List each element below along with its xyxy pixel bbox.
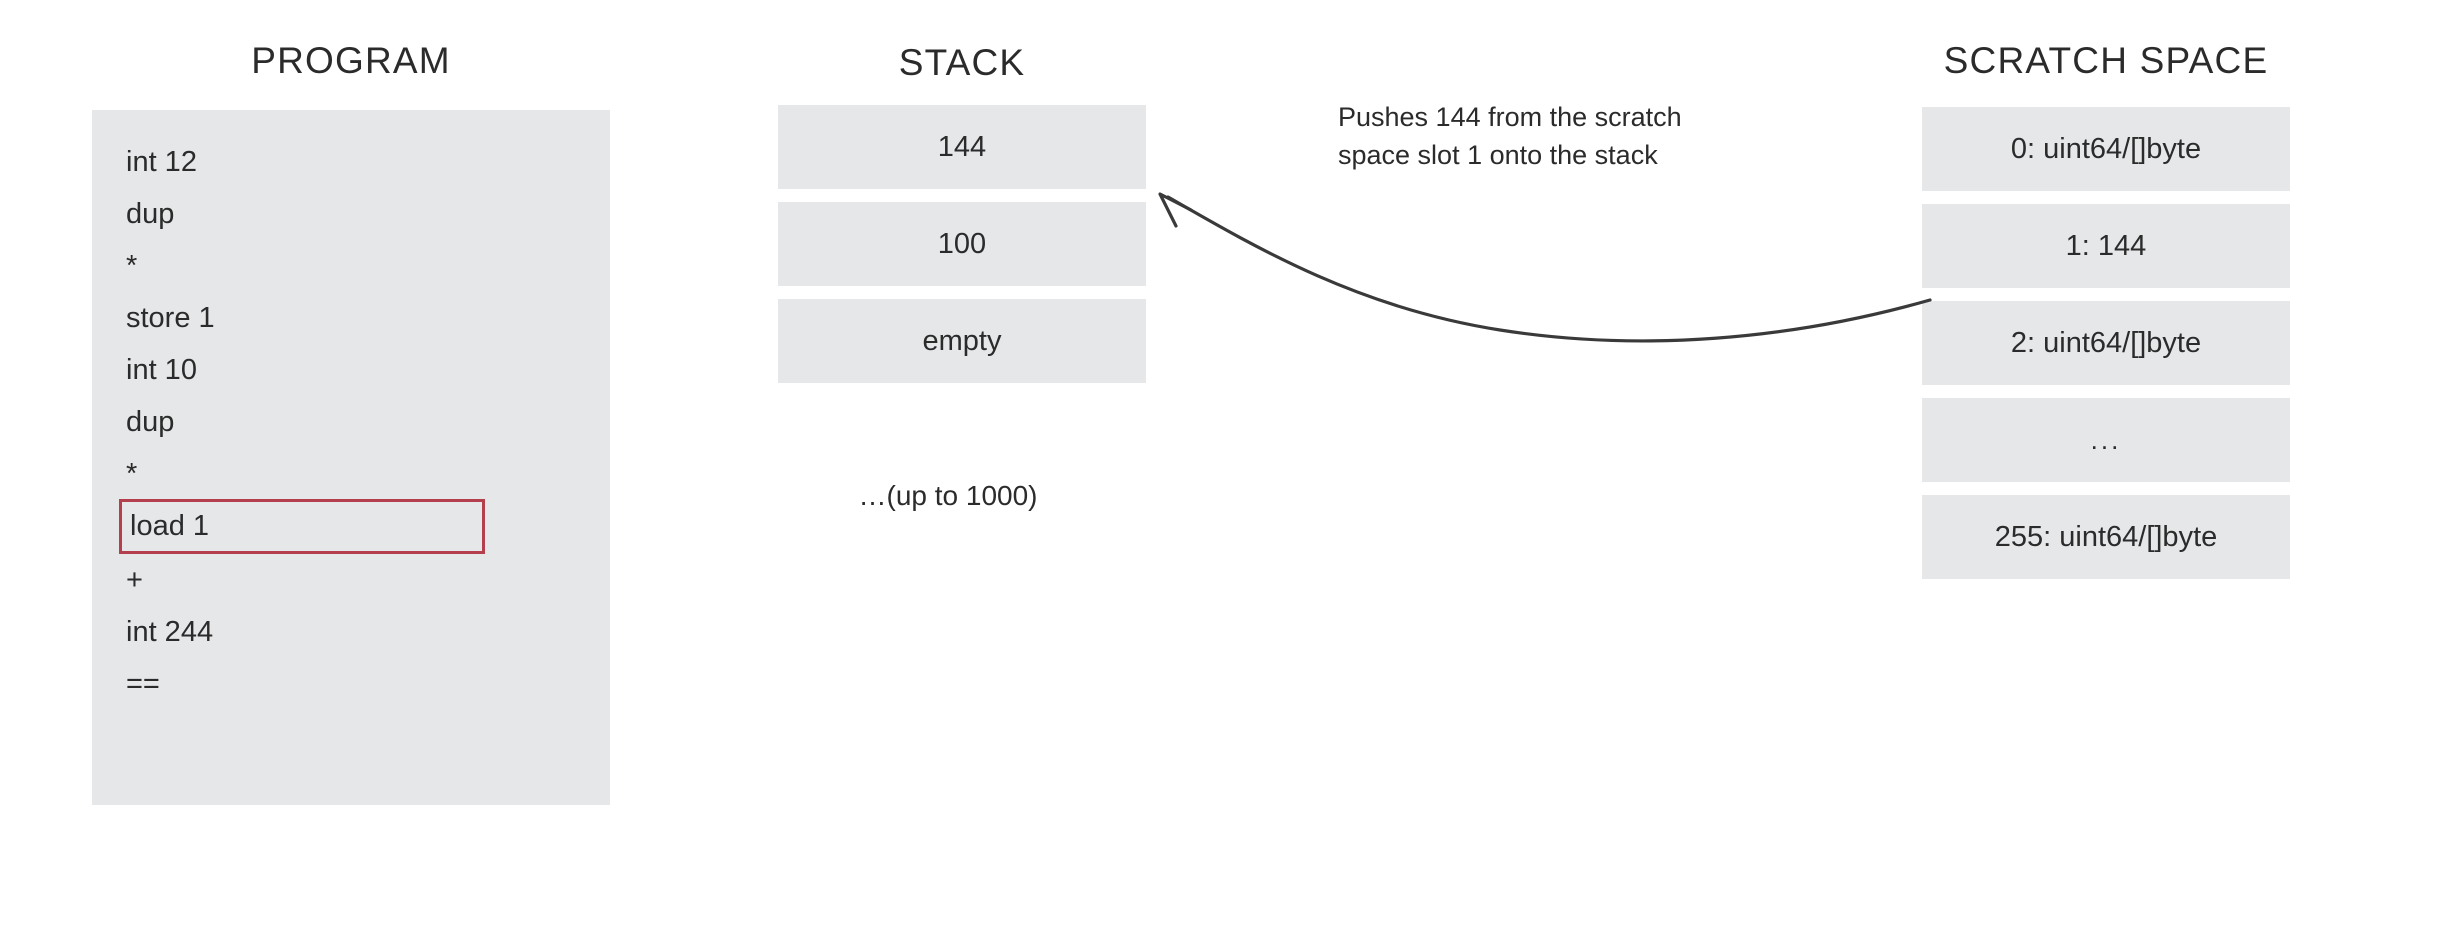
program-line: dup xyxy=(126,198,175,230)
program-panel xyxy=(92,110,610,805)
scratch-space-cell-ellipsis: ... xyxy=(1922,398,2290,482)
stack-cell: 100 xyxy=(778,202,1146,286)
scratch-space-cell: 0: uint64/[]byte xyxy=(1922,107,2290,191)
annotation-text: Pushes 144 from the scratch space slot 1… xyxy=(1338,98,1808,174)
program-line: == xyxy=(126,668,160,700)
program-line: int 244 xyxy=(126,616,214,648)
annotation-line-2: space slot 1 onto the stack xyxy=(1338,140,1658,170)
stack-cell-list: 144 100 empty xyxy=(778,105,1146,396)
program-line: int 12 xyxy=(126,146,197,178)
scratch-space-cell-list: 0: uint64/[]byte 1: 144 2: uint64/[]byte… xyxy=(1922,107,2290,592)
scratch-space-column-title: SCRATCH SPACE xyxy=(1943,40,2269,81)
scratch-space-cell: 1: 144 xyxy=(1922,204,2290,288)
program-line-highlighted: load 1 xyxy=(119,499,485,554)
program-column-title: PROGRAM xyxy=(251,40,451,81)
program-line: * xyxy=(126,458,138,490)
stack-column-title: STACK xyxy=(898,42,1026,83)
program-line: int 10 xyxy=(126,354,197,386)
program-line: dup xyxy=(126,406,175,438)
stack-cell: 144 xyxy=(778,105,1146,189)
stack-cell: empty xyxy=(778,299,1146,383)
annotation-line-1: Pushes 144 from the scratch xyxy=(1338,102,1682,132)
program-line: + xyxy=(126,564,143,596)
scratch-space-cell: 255: uint64/[]byte xyxy=(1922,495,2290,579)
program-instruction-list: int 12 dup * store 1 int 10 dup * load 1… xyxy=(119,136,584,710)
scratch-space-cell: 2: uint64/[]byte xyxy=(1922,301,2290,385)
program-line: * xyxy=(126,250,138,282)
program-line: store 1 xyxy=(126,302,215,334)
stack-capacity-note: …(up to 1000) xyxy=(858,480,1038,511)
